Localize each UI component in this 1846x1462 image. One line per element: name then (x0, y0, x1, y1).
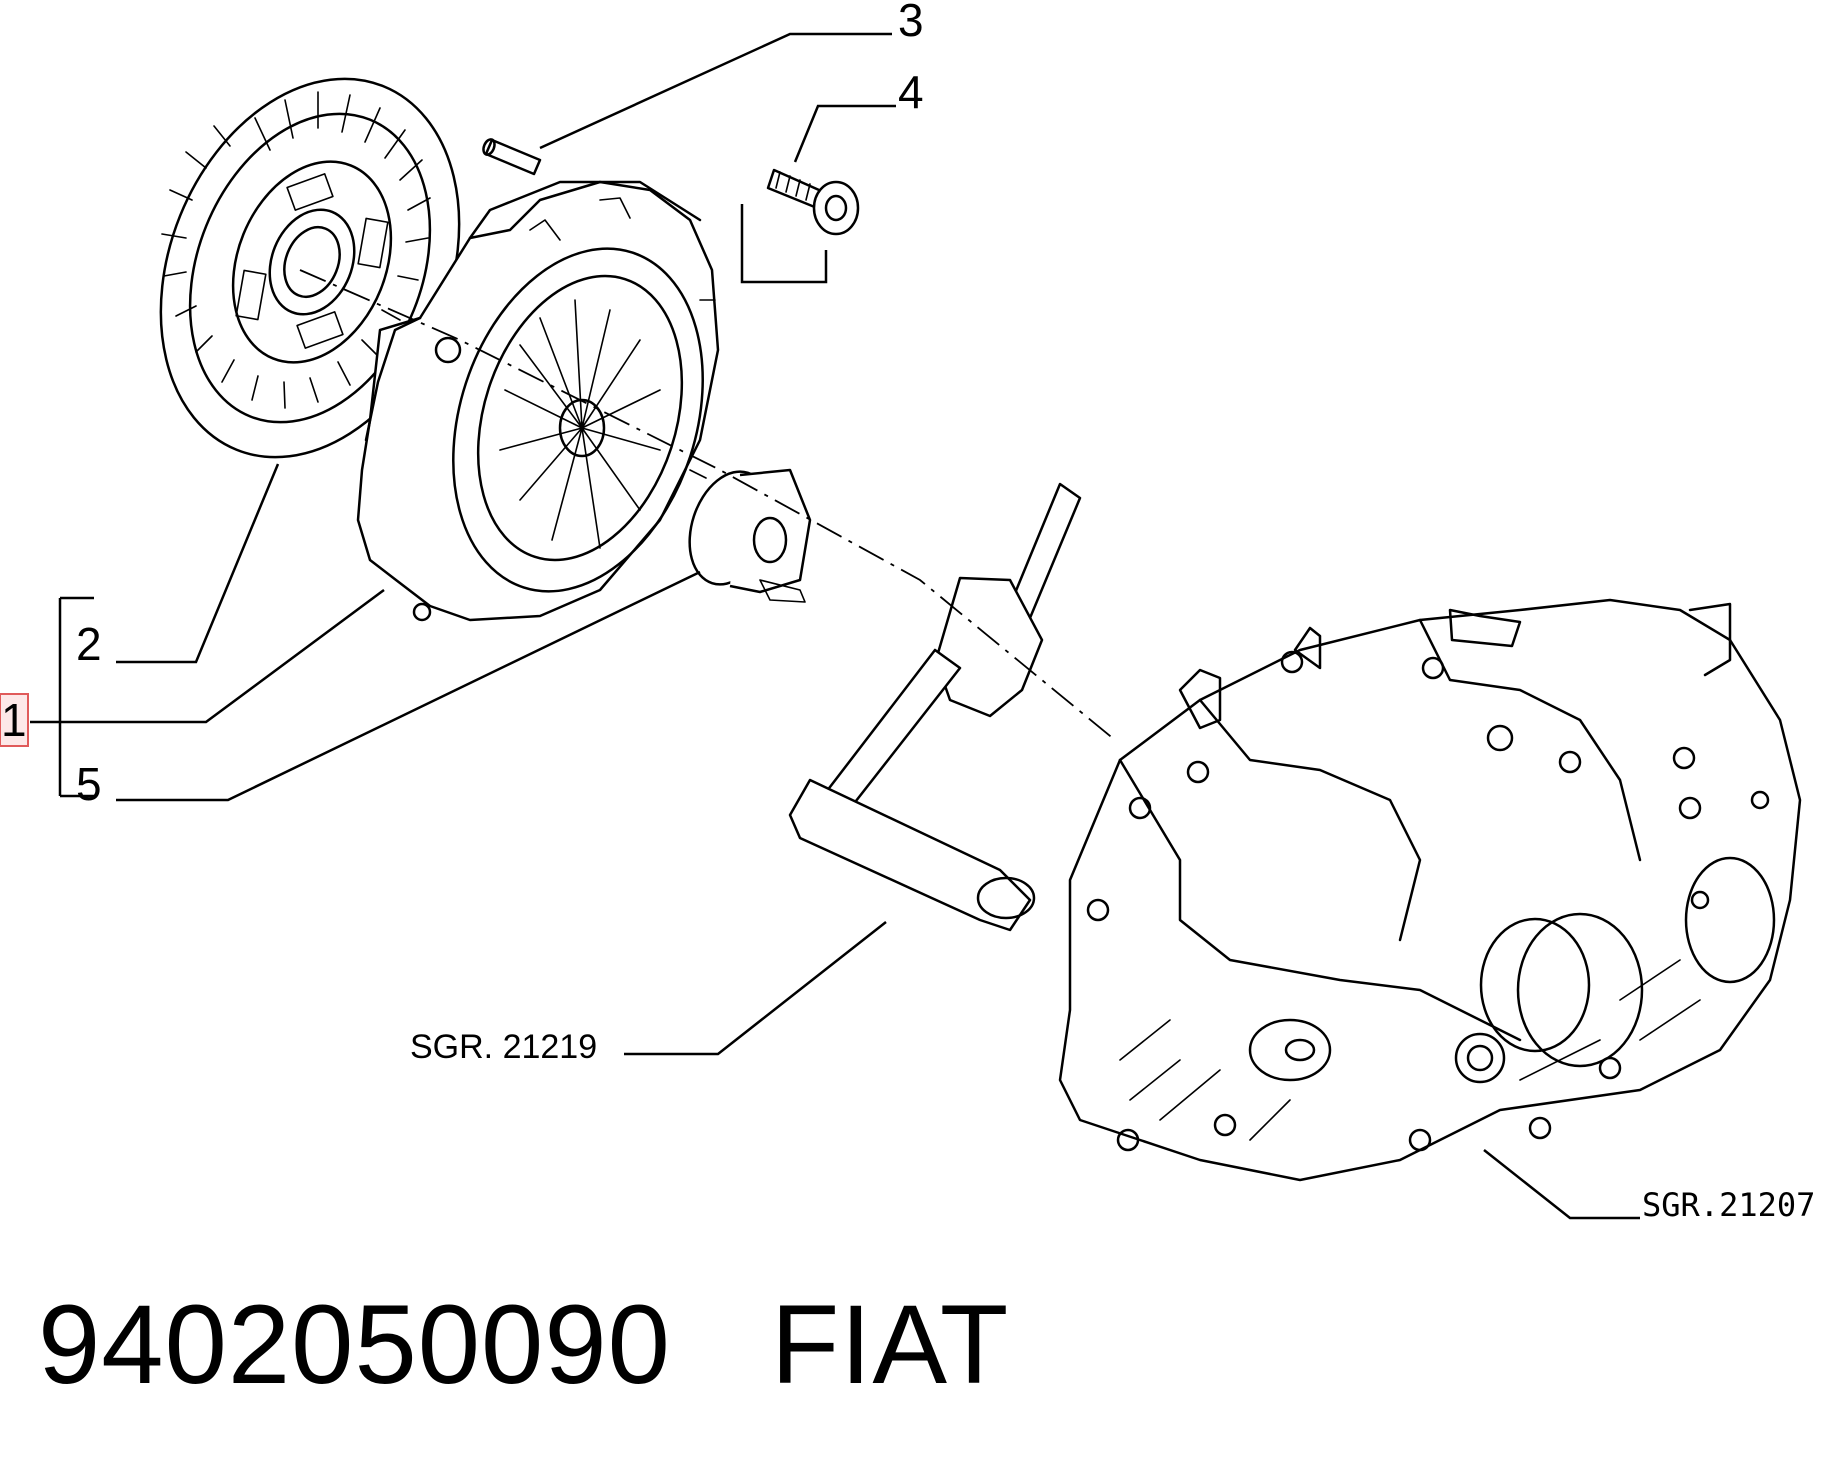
part-number: 9402050090 (38, 1282, 671, 1407)
callout-1-highlight-box (0, 693, 29, 747)
callout-1: 1 (1, 694, 27, 746)
brand-name: FIAT (770, 1282, 1010, 1407)
gearbox-reference: SGR.21207 (1642, 1186, 1815, 1224)
assembly-axis (299, 269, 1116, 741)
footer: 9402050090 FIAT (38, 1280, 1009, 1409)
callout-1-highlight[interactable]: 1 (0, 693, 29, 747)
callout-4: 4 (898, 66, 924, 118)
dowel-pin (482, 138, 542, 176)
gearbox-housing (1058, 598, 1802, 1182)
callout-2: 2 (76, 618, 102, 670)
release-fork (788, 482, 1082, 932)
bolt (766, 168, 860, 236)
release-fork-reference: SGR. 21219 (410, 1028, 597, 1066)
leader-lines (30, 32, 1640, 1220)
release-bearing (688, 468, 812, 603)
callout-5: 5 (76, 758, 102, 810)
callout-3: 3 (898, 0, 924, 46)
